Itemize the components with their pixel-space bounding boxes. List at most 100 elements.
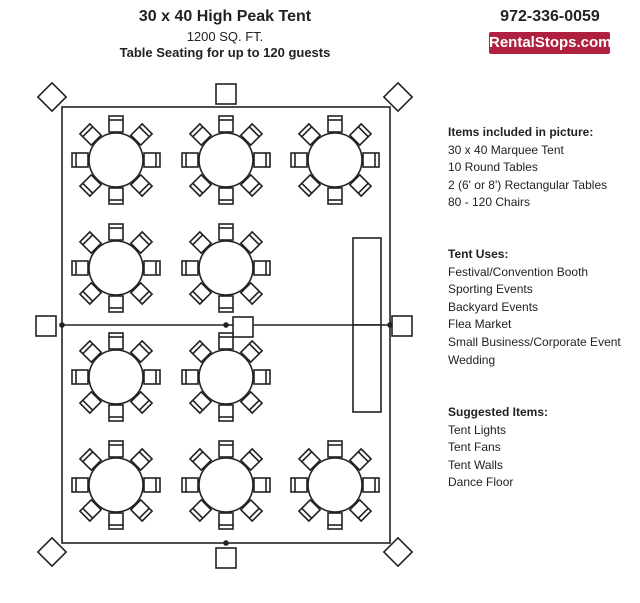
chair: [129, 122, 154, 147]
chair: [297, 122, 322, 147]
chair: [71, 369, 89, 385]
list-item: Festival/Convention Booth: [448, 264, 589, 279]
chair: [181, 369, 199, 385]
chair: [108, 512, 124, 530]
chair: [78, 281, 103, 306]
list-item: Wedding: [448, 352, 496, 367]
chair: [143, 152, 161, 168]
chair: [290, 477, 308, 493]
chair: [129, 230, 154, 255]
corner-stake-diamond: [382, 81, 414, 113]
chair: [348, 447, 373, 472]
chair: [181, 260, 199, 276]
chair: [129, 390, 154, 415]
chair: [327, 512, 343, 530]
section-heading: Tent Uses:: [448, 247, 509, 261]
chair: [143, 477, 161, 493]
chair: [78, 390, 103, 415]
chair: [188, 122, 213, 147]
chair: [78, 173, 103, 198]
round-table-with-chairs: [181, 223, 271, 313]
chair: [239, 122, 264, 147]
chair: [218, 404, 234, 422]
list-item: 80 - 120 Chairs: [448, 195, 531, 210]
chair: [218, 187, 234, 205]
corner-stake-diamond: [36, 536, 68, 568]
chair: [239, 390, 264, 415]
chair: [129, 281, 154, 306]
tent-pole-square: [215, 83, 237, 105]
chair: [362, 152, 380, 168]
chair: [188, 230, 213, 255]
round-table-with-chairs: [71, 440, 161, 530]
chair: [348, 498, 373, 523]
chair: [239, 281, 264, 306]
chair: [143, 260, 161, 276]
square-footage: 1200 SQ. FT.: [186, 29, 264, 44]
chair: [253, 369, 271, 385]
round-table: [198, 132, 254, 188]
chair: [218, 440, 234, 458]
list-item: Tent Walls: [448, 457, 503, 472]
round-table: [198, 240, 254, 296]
included-items-section: Items included in picture: 30 x 40 Marqu…: [448, 124, 607, 212]
brand-logo[interactable]: RentalStops.com: [489, 32, 612, 54]
chair: [218, 115, 234, 133]
chair: [239, 447, 264, 472]
chair: [290, 152, 308, 168]
chair: [78, 339, 103, 364]
chair: [188, 498, 213, 523]
tent-pole-square: [391, 315, 413, 337]
chair: [218, 332, 234, 350]
round-table-with-chairs: [71, 223, 161, 313]
list-item: Small Business/Corporate Event: [448, 334, 621, 349]
chair: [253, 477, 271, 493]
corner-stake-diamond: [36, 81, 68, 113]
round-table-with-chairs: [181, 440, 271, 530]
chair: [218, 295, 234, 313]
rectangular-table: [352, 324, 382, 413]
section-heading: Suggested Items:: [448, 405, 549, 419]
chair: [143, 369, 161, 385]
chair: [71, 260, 89, 276]
round-table: [198, 457, 254, 513]
pole-dot: [59, 322, 65, 328]
list-item: Backyard Events: [448, 299, 539, 314]
round-table-with-chairs: [290, 115, 380, 205]
list-item: 30 x 40 Marquee Tent: [448, 142, 564, 157]
round-table: [88, 132, 144, 188]
list-item: Dance Floor: [448, 475, 514, 490]
chair: [108, 223, 124, 241]
round-table: [88, 457, 144, 513]
chair: [108, 332, 124, 350]
list-item: 2 (6' or 8') Rectangular Tables: [448, 177, 608, 192]
chair: [78, 498, 103, 523]
seating-capacity: Table Seating for up to 120 guests: [119, 45, 331, 60]
tent-pole-square: [232, 316, 254, 338]
round-table: [307, 457, 363, 513]
round-table-with-chairs: [71, 115, 161, 205]
chair: [188, 173, 213, 198]
chair: [78, 447, 103, 472]
round-table: [88, 240, 144, 296]
chair: [239, 230, 264, 255]
list-item: Tent Fans: [448, 440, 501, 455]
chair: [129, 339, 154, 364]
chair: [188, 339, 213, 364]
round-table: [88, 349, 144, 405]
chair: [348, 122, 373, 147]
chair: [108, 440, 124, 458]
chair: [327, 115, 343, 133]
corner-stake-diamond: [382, 536, 414, 568]
chair: [253, 152, 271, 168]
suggested-items-section: Suggested Items: Tent Lights Tent Fans T…: [448, 404, 548, 492]
chair: [218, 512, 234, 530]
pole-dot: [223, 322, 229, 328]
list-item: Tent Lights: [448, 422, 507, 437]
chair: [108, 404, 124, 422]
round-table: [198, 349, 254, 405]
round-table-with-chairs: [290, 440, 380, 530]
chair: [129, 173, 154, 198]
